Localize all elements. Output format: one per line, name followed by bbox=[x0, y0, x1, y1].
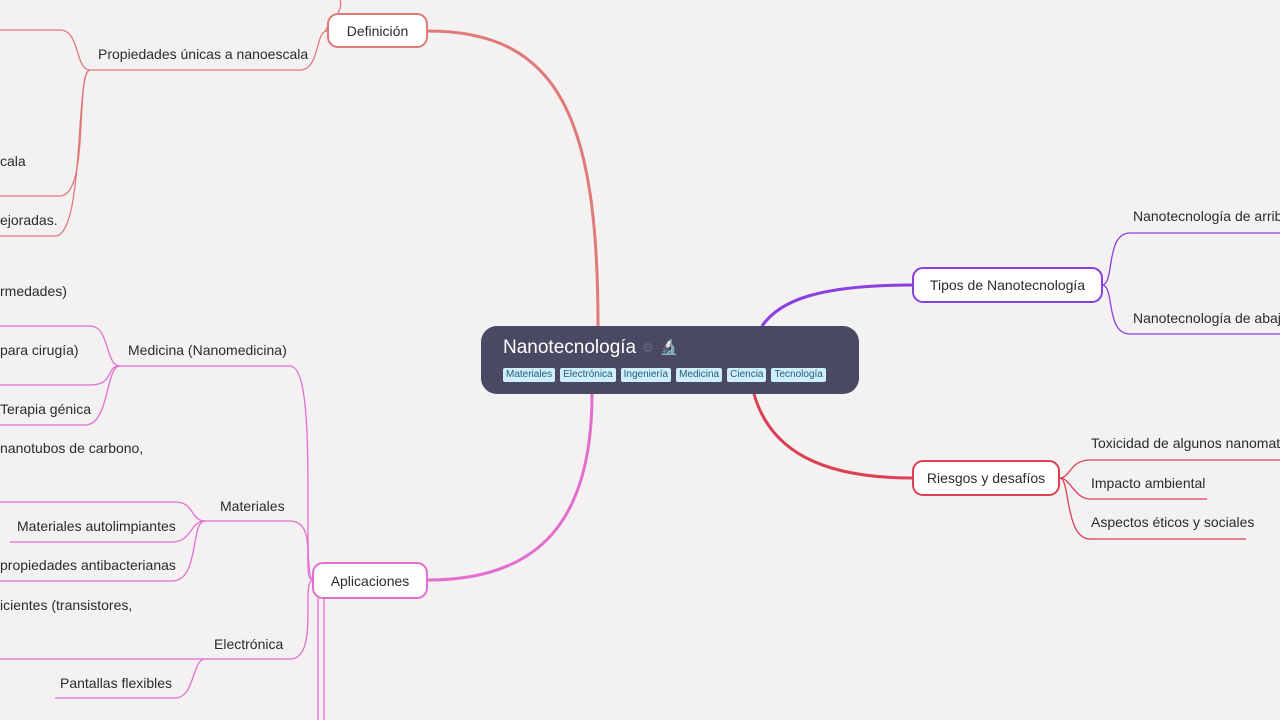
node-pantallas[interactable]: Pantallas flexibles bbox=[60, 675, 173, 691]
tag[interactable]: Medicina bbox=[676, 368, 723, 382]
tag[interactable]: Ciencia bbox=[727, 368, 767, 382]
node-eticos[interactable]: Aspectos éticos y sociales bbox=[1091, 514, 1255, 530]
node-propiedades[interactable]: Propiedades únicas a nanoescala bbox=[98, 46, 309, 62]
node-medicina[interactable]: Medicina (Nanomedicina) bbox=[128, 342, 287, 358]
node-cut-mejoradas[interactable]: ejoradas. bbox=[0, 212, 58, 228]
node-cut-antibacterianas[interactable]: propiedades antibacterianas bbox=[0, 557, 176, 573]
node-abajo[interactable]: Nanotecnología de abajo bbox=[1133, 310, 1280, 326]
node-cut-enfermedades[interactable]: rmedades) bbox=[0, 283, 67, 299]
link-root-definicion bbox=[427, 29, 600, 327]
node-riesgos[interactable]: Riesgos y desafíos bbox=[912, 460, 1060, 496]
node-cut-escala[interactable]: cala bbox=[0, 153, 26, 169]
node-cut-terapia[interactable]: Terapia génica bbox=[0, 401, 92, 417]
tag-list: Materiales Electrónica Ingeniería Medici… bbox=[503, 368, 837, 382]
node-aplicaciones[interactable]: Aplicaciones bbox=[312, 562, 428, 599]
node-cut-nanotubos[interactable]: nanotubos de carbono, bbox=[0, 440, 144, 456]
node-toxicidad[interactable]: Toxicidad de algunos nanomate bbox=[1091, 435, 1280, 451]
microscope-icon: 🔬 bbox=[659, 339, 679, 356]
node-cut-transistores[interactable]: icientes (transistores, bbox=[0, 597, 133, 613]
node-impacto[interactable]: Impacto ambiental bbox=[1091, 475, 1206, 491]
root-node[interactable]: Nanotecnología ⚙ 🔬 Materiales Electrónic… bbox=[481, 326, 859, 394]
node-cut-cirugia[interactable]: para cirugía) bbox=[0, 342, 79, 358]
link-root-aplicaciones bbox=[427, 393, 594, 582]
tag[interactable]: Electrónica bbox=[560, 368, 616, 382]
tag[interactable]: Ingeniería bbox=[620, 368, 672, 382]
root-title: Nanotecnología bbox=[503, 337, 637, 358]
link-root-tipos bbox=[760, 283, 913, 327]
node-definicion[interactable]: Definición bbox=[327, 13, 428, 48]
tag[interactable]: Materiales bbox=[503, 368, 556, 382]
node-materiales[interactable]: Materiales bbox=[220, 498, 285, 514]
gear-icon: ⚙ bbox=[642, 340, 654, 355]
node-autolimpiantes[interactable]: Materiales autolimpiantes bbox=[17, 518, 176, 534]
node-arriba[interactable]: Nanotecnología de arriba bbox=[1133, 208, 1280, 224]
link-root-riesgos bbox=[752, 393, 913, 480]
node-tipos[interactable]: Tipos de Nanotecnología bbox=[912, 267, 1103, 303]
tag[interactable]: Tecnología bbox=[771, 368, 826, 382]
node-electronica[interactable]: Electrónica bbox=[214, 636, 284, 652]
